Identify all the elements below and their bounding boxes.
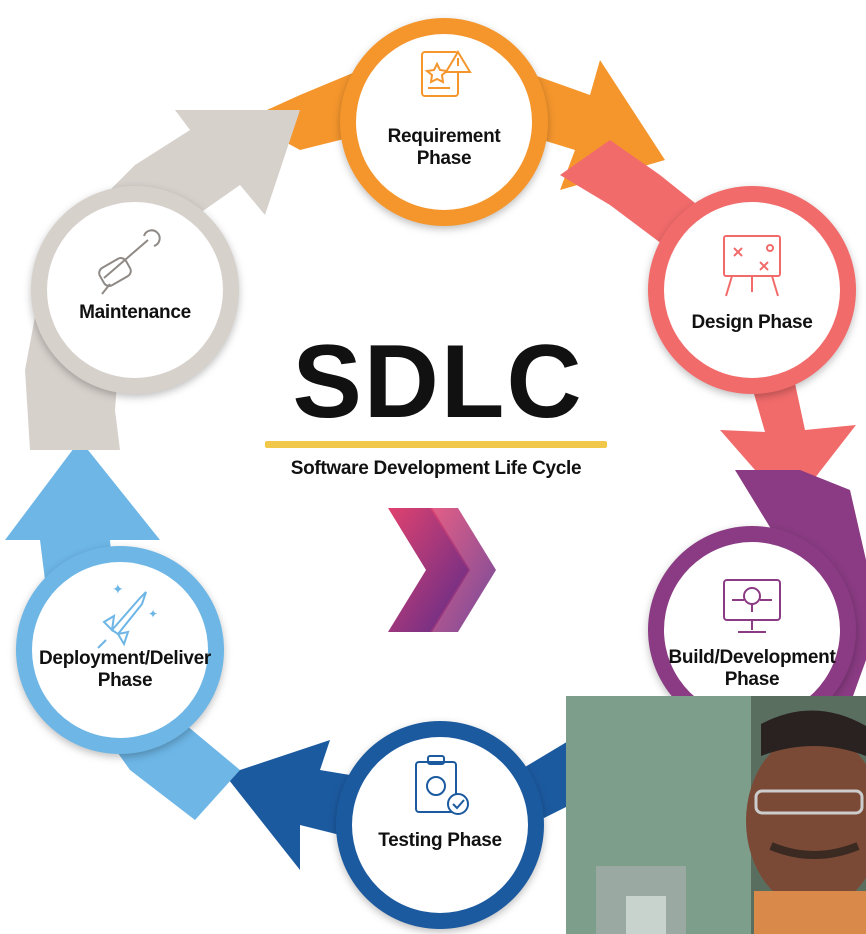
requirements-document-icon — [421, 50, 472, 97]
design-line1: Design Phase — [691, 312, 813, 333]
phase-node-deployment: ✦ ✦ — [16, 546, 224, 754]
diagram-subtitle: Software Development Life Cycle — [290, 458, 582, 479]
diagram-title: SDLC — [292, 324, 584, 440]
phase-node-build — [648, 526, 856, 734]
phase-node-design — [648, 186, 856, 394]
webcam-overlay — [566, 696, 866, 934]
build-phase-label: Build/Development Phase — [652, 647, 852, 691]
presenter-video — [566, 696, 866, 934]
testing-phase-label: Testing Phase — [360, 830, 520, 852]
code-monitor-icon — [723, 579, 781, 633]
deployment-phase-label: Deployment/Deliver Phase — [25, 648, 225, 692]
phase-node-maintenance — [31, 186, 239, 394]
maintenance-phase-label: Maintenance — [55, 302, 215, 324]
phase-node-requirement — [340, 18, 548, 226]
design-arrow — [560, 140, 856, 510]
wrench-hand-icon — [98, 229, 161, 295]
requirement-line2: Phase — [416, 148, 472, 169]
build-line1: Build/Development — [668, 647, 836, 668]
chevron-right-icon — [388, 508, 496, 632]
design-board-icon — [723, 235, 781, 297]
rocket-icon: ✦ ✦ — [97, 582, 158, 649]
svg-text:✦: ✦ — [112, 582, 124, 598]
phase-node-testing — [336, 721, 544, 929]
build-line2: Phase — [724, 669, 780, 690]
requirement-phase-label: Requirement Phase — [364, 126, 524, 170]
requirement-line1: Requirement — [387, 126, 501, 147]
design-phase-label: Design Phase — [672, 312, 832, 334]
deployment-line2: Phase — [97, 670, 153, 691]
title-underline — [265, 441, 607, 448]
maintenance-line1: Maintenance — [79, 302, 191, 323]
deployment-line1: Deployment/Deliver — [39, 648, 211, 669]
test-clipboard-icon — [415, 755, 469, 815]
testing-line1: Testing Phase — [378, 830, 502, 851]
svg-text:✦: ✦ — [148, 607, 158, 621]
